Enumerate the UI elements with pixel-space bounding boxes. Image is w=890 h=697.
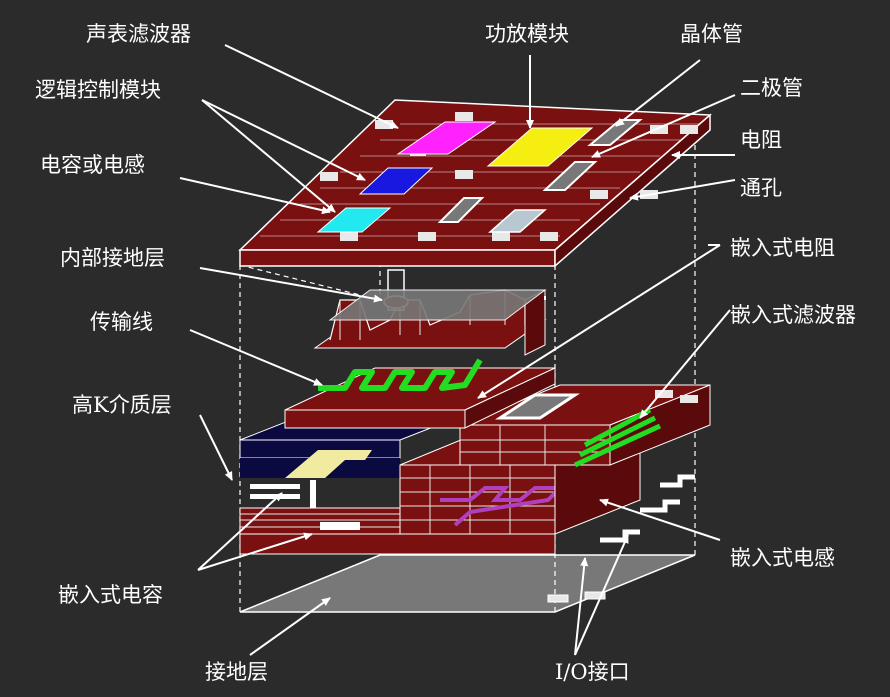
label-embedded-capacitor: 嵌入式电容 [58,583,163,607]
saw-filter [396,121,497,155]
label-transistor: 晶体管 [680,22,743,46]
capacitor-plate [285,450,372,478]
label-high-k: 高K介质层 [72,393,172,417]
label-diode: 二极管 [740,76,803,100]
label-pa-module: 功放模块 [485,22,569,46]
embedded-capacitor-block [239,384,556,555]
annotation-leaders [544,244,720,300]
label-inner-ground: 内部接地层 [60,246,165,270]
embedded-filter [573,407,662,468]
embedded-resistor [494,393,581,420]
label-cap-or-inductor: 电容或电感 [40,153,145,177]
label-io-port: I/O接口 [555,660,630,684]
embedded-filter-block [459,384,711,468]
inductor-trace [440,486,565,527]
transistor [587,119,643,146]
transmission-line [318,358,483,391]
diode [542,161,598,191]
resistor [437,197,485,223]
label-embedded-resistor: 嵌入式电阻 [730,236,835,260]
surface-resistor-2 [488,209,547,233]
cap-or-inductor [316,207,392,233]
label-logic-module: 逻辑控制模块 [35,78,161,102]
inner-ground-layer [328,289,547,321]
pa-module [486,127,594,167]
label-transmission-line: 传输线 [90,310,153,334]
ground-layer [239,554,696,613]
label-embedded-filter: 嵌入式滤波器 [730,303,856,327]
logic-module [358,167,434,195]
label-ground-layer: 接地层 [205,660,268,684]
annotation-arrows [179,44,736,656]
label-resistor: 电阻 [740,128,782,152]
label-saw-filter: 声表滤波器 [86,22,191,46]
label-embedded-inductor: 嵌入式电感 [730,546,835,570]
label-via: 通孔 [740,176,782,200]
top-board [238,99,712,268]
